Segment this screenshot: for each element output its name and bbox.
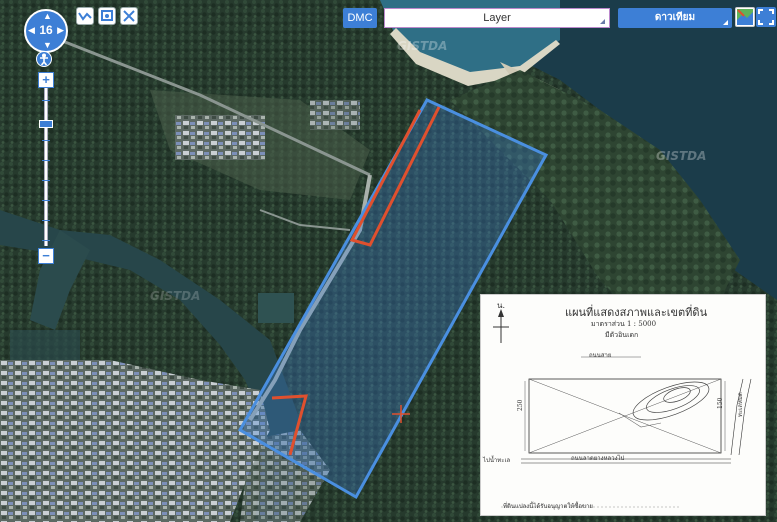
zoom-slider-handle[interactable] — [39, 120, 53, 128]
fullscreen-button[interactable] — [756, 7, 776, 27]
plus-icon: + — [42, 72, 50, 87]
crosshair-marker — [392, 405, 410, 423]
clear-button[interactable] — [120, 7, 138, 25]
measure-line-icon — [78, 12, 92, 21]
watermark: GISTDA — [397, 39, 447, 53]
parcel-polygon[interactable] — [237, 98, 549, 500]
clear-icon — [123, 10, 135, 22]
layer-select[interactable]: Layer — [384, 8, 610, 28]
dropdown-caret-icon — [600, 19, 605, 24]
map-layers-button[interactable] — [735, 7, 755, 27]
inset-scale: มาตราส่วน 1 : 5000 — [591, 320, 657, 328]
minus-icon: − — [42, 248, 50, 263]
inset-drawing — [493, 309, 752, 508]
zoom-in-button[interactable]: + — [38, 72, 54, 88]
right-label: ทะเลหมด — [737, 392, 744, 417]
north-label: น. — [497, 301, 506, 310]
inset-title: แผนที่แสดงสภาพและเขตที่ดิน — [565, 306, 708, 319]
pan-control[interactable]: ▲ ◀ ▶ ▼ 16 — [24, 9, 68, 53]
map-layers-icon — [737, 9, 753, 25]
highlight-segment — [271, 394, 308, 456]
arrow-up-icon[interactable]: ▲ — [43, 11, 52, 21]
zoom-slider-track[interactable] — [44, 88, 48, 246]
measure-area-button[interactable] — [98, 7, 116, 25]
arrow-right-icon[interactable]: ▶ — [57, 25, 64, 35]
measure-area-icon — [101, 10, 113, 21]
layer-select-label: Layer — [483, 12, 511, 24]
left-dimension: 250 — [517, 399, 524, 411]
top-road-label: ถนนสาย — [589, 352, 612, 359]
land-map-inset[interactable]: แผนที่แสดงสภาพและเขตที่ดิน มาตราส่วน 1 :… — [480, 294, 766, 516]
arrow-left-icon[interactable]: ◀ — [28, 25, 35, 35]
zoom-out-button[interactable]: − — [38, 248, 54, 264]
inset-footer: ที่ดินแปลงนี้ได้รับอนุญาตให้ซื้อขาย — [503, 503, 593, 510]
watermark: GISTDA — [150, 289, 200, 303]
zoom-level: 16 — [39, 23, 53, 37]
bottom-road-label: ถนนลาดยางหลวงไป — [571, 455, 625, 462]
left-label: ไปน้ำทะเล — [483, 457, 511, 464]
watermark: GISTDA — [656, 149, 706, 163]
inset-subtitle: มีตัวอินเดก — [605, 331, 639, 339]
fullscreen-icon — [758, 9, 774, 25]
dropdown-caret-icon — [723, 20, 728, 25]
street-view-button[interactable] — [36, 51, 52, 67]
arrow-down-icon[interactable]: ▼ — [43, 40, 52, 50]
basemap-select-label: ดาวเทียม — [654, 12, 696, 23]
measure-line-button[interactable] — [76, 7, 94, 25]
pegman-icon — [40, 53, 48, 66]
basemap-select[interactable]: ดาวเทียม — [618, 8, 732, 28]
dmc-button[interactable]: DMC — [343, 8, 377, 28]
right-dimension: 150 — [717, 397, 724, 409]
highlight-segment — [349, 106, 441, 247]
